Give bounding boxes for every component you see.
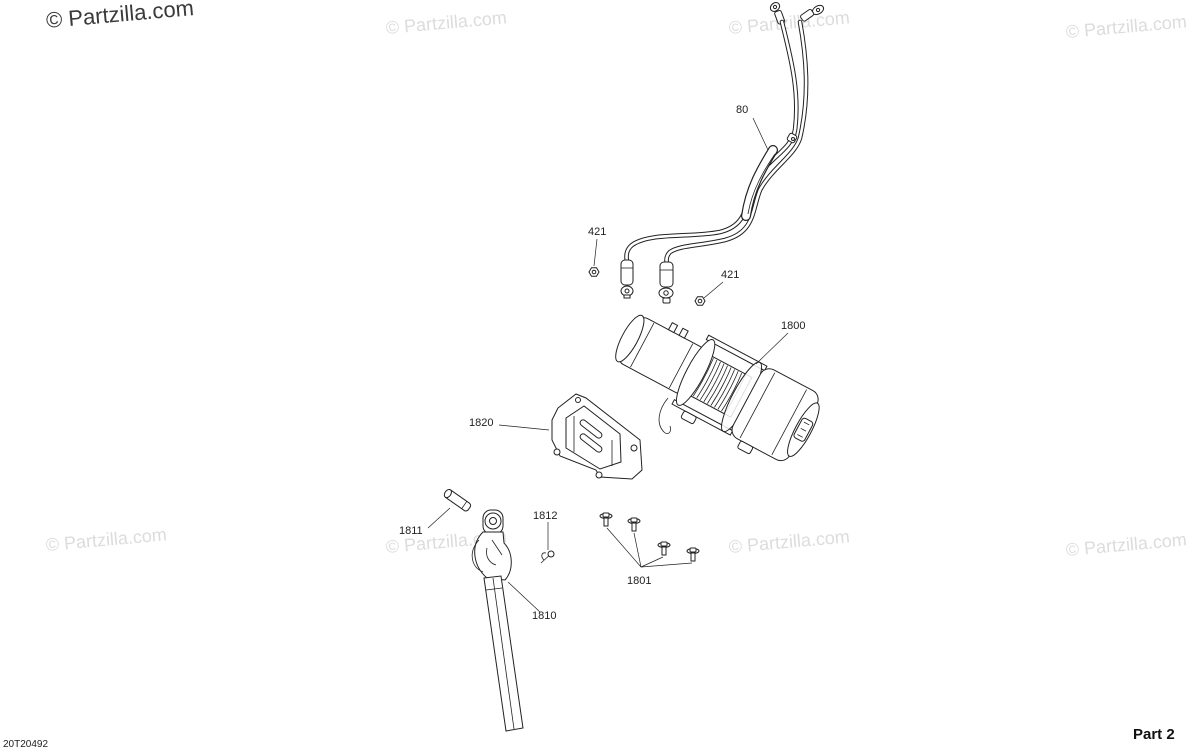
flange-screw	[627, 517, 641, 532]
callout-80[interactable]: 80	[736, 104, 749, 116]
leader-lines	[427, 117, 789, 613]
hex-nut	[694, 296, 706, 306]
callout-1811[interactable]: 1811	[399, 525, 423, 537]
callout-1801[interactable]: 1801	[627, 575, 652, 587]
callout-1800[interactable]: 1800	[781, 320, 806, 332]
diagram-code: 20T20492	[3, 739, 49, 750]
clevis-pin	[443, 488, 472, 512]
winch-assembly	[615, 314, 820, 462]
leader-line	[606, 527, 642, 568]
leader-line	[498, 424, 550, 431]
hex-nut	[588, 267, 600, 277]
leader-line	[633, 532, 642, 568]
terminal-boot-left	[620, 259, 634, 299]
leader-line	[640, 556, 664, 568]
winch-hook	[471, 509, 512, 581]
flange-screw	[686, 547, 700, 562]
callout-1812[interactable]: 1812	[533, 510, 558, 522]
callout-421-top[interactable]: 421	[588, 226, 607, 238]
cable-harness	[620, 2, 825, 304]
winch-strap	[483, 575, 524, 732]
leader-line	[752, 117, 769, 151]
leader-line	[427, 507, 451, 529]
leader-line	[755, 332, 789, 365]
leader-line	[703, 281, 724, 299]
callout-421-right[interactable]: 421	[721, 269, 740, 281]
page-part-label: Part 2	[1133, 726, 1175, 743]
leader-line	[507, 581, 541, 613]
flange-screw	[657, 541, 671, 556]
callout-1810[interactable]: 1810	[532, 610, 557, 622]
leader-line	[640, 562, 693, 568]
fairlead-bracket	[551, 393, 643, 480]
ring-terminal-top-left	[769, 2, 786, 25]
ring-terminal-top-right	[800, 4, 825, 22]
retaining-clip	[540, 550, 555, 564]
callout-1820[interactable]: 1820	[469, 417, 494, 429]
leader-line	[593, 238, 598, 267]
flange-screw	[599, 512, 613, 527]
terminal-boot-right	[658, 261, 674, 304]
